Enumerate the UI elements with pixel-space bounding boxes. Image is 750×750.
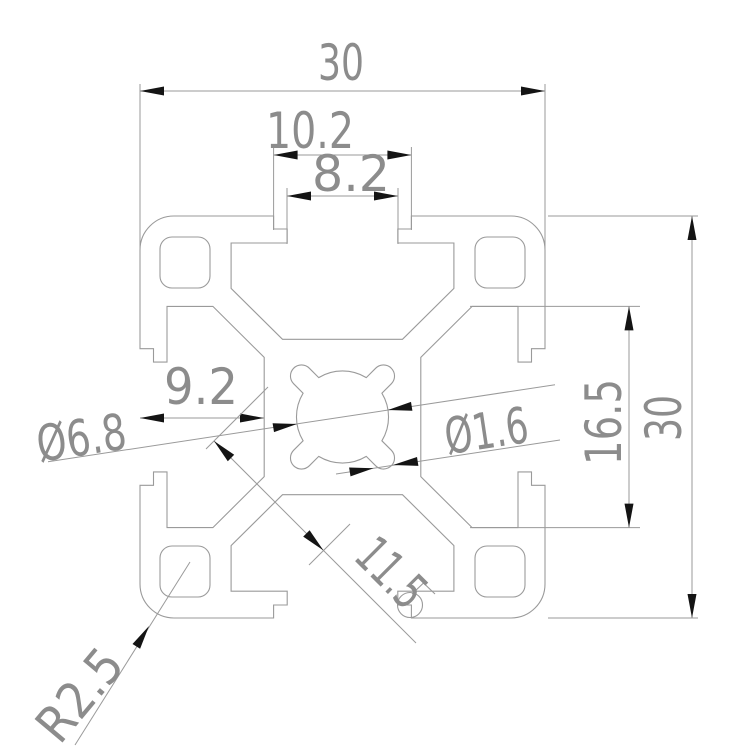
dim-corner-radius: R2.5 <box>24 561 191 750</box>
corner-hole-bottom-left <box>159 545 211 598</box>
dim-slot-recess: 10.2 <box>266 102 412 230</box>
arrowhead <box>349 467 374 477</box>
dim-label-overall-width: 30 <box>318 34 364 92</box>
leader-line <box>74 561 191 746</box>
bottom-detail-notch <box>411 582 436 595</box>
profile-outer-contour <box>139 215 546 619</box>
corner-hole-bottom-right <box>474 545 526 598</box>
arrowhead <box>287 191 311 201</box>
dim-tip-hole: Ø1.6 <box>335 396 561 477</box>
arrowhead <box>393 457 419 466</box>
dim-label-slot-depth: 9.2 <box>164 358 238 416</box>
leader-line <box>47 384 556 463</box>
center-bore-claw <box>289 364 396 470</box>
corner-hole-top-right <box>474 236 526 289</box>
dim-cavity-width: 16.5 <box>470 305 640 529</box>
arrowhead <box>624 503 634 528</box>
dim-diagonal-span: 11.5 <box>205 386 439 644</box>
dim-label-slot-recess: 10.2 <box>266 102 354 160</box>
dim-slot-depth: 9.2 <box>140 358 264 423</box>
dim-label-tip-hole: Ø1.6 <box>441 396 533 466</box>
arrowhead <box>214 441 235 462</box>
arrowhead <box>140 413 164 423</box>
arrowhead <box>240 413 264 423</box>
arrowhead <box>687 594 697 618</box>
dim-center-bore: Ø6.8 <box>33 384 556 474</box>
dim-label-diagonal-span: 11.5 <box>344 526 439 621</box>
dim-label-center-bore: Ø6.8 <box>33 403 131 474</box>
dim-overall-height-right: 30 <box>548 215 698 619</box>
dim-overall-width-top: 30 <box>139 34 546 253</box>
profile-outline-group <box>139 215 546 619</box>
bottom-detail-hole <box>396 591 424 619</box>
arrowhead <box>272 423 297 433</box>
arrowhead <box>273 150 298 160</box>
dim-label-overall-height: 30 <box>635 395 693 441</box>
arrowhead <box>303 530 324 551</box>
arrowhead <box>521 86 545 96</box>
arrowhead <box>624 306 634 331</box>
arrowhead <box>374 191 398 201</box>
arrowhead <box>687 216 697 240</box>
dim-label-corner-radius: R2.5 <box>24 637 135 750</box>
arrowhead <box>132 626 149 649</box>
dim-label-cavity-width: 16.5 <box>575 379 633 465</box>
extension-line <box>205 386 269 450</box>
extension-line <box>308 523 351 566</box>
arrowhead <box>387 150 412 160</box>
corner-hole-top-left <box>159 236 211 289</box>
arrowhead <box>140 86 164 96</box>
dim-slot-opening: 8.2 <box>286 145 399 244</box>
dim-label-slot-opening: 8.2 <box>312 145 390 203</box>
arrowhead <box>388 401 413 411</box>
